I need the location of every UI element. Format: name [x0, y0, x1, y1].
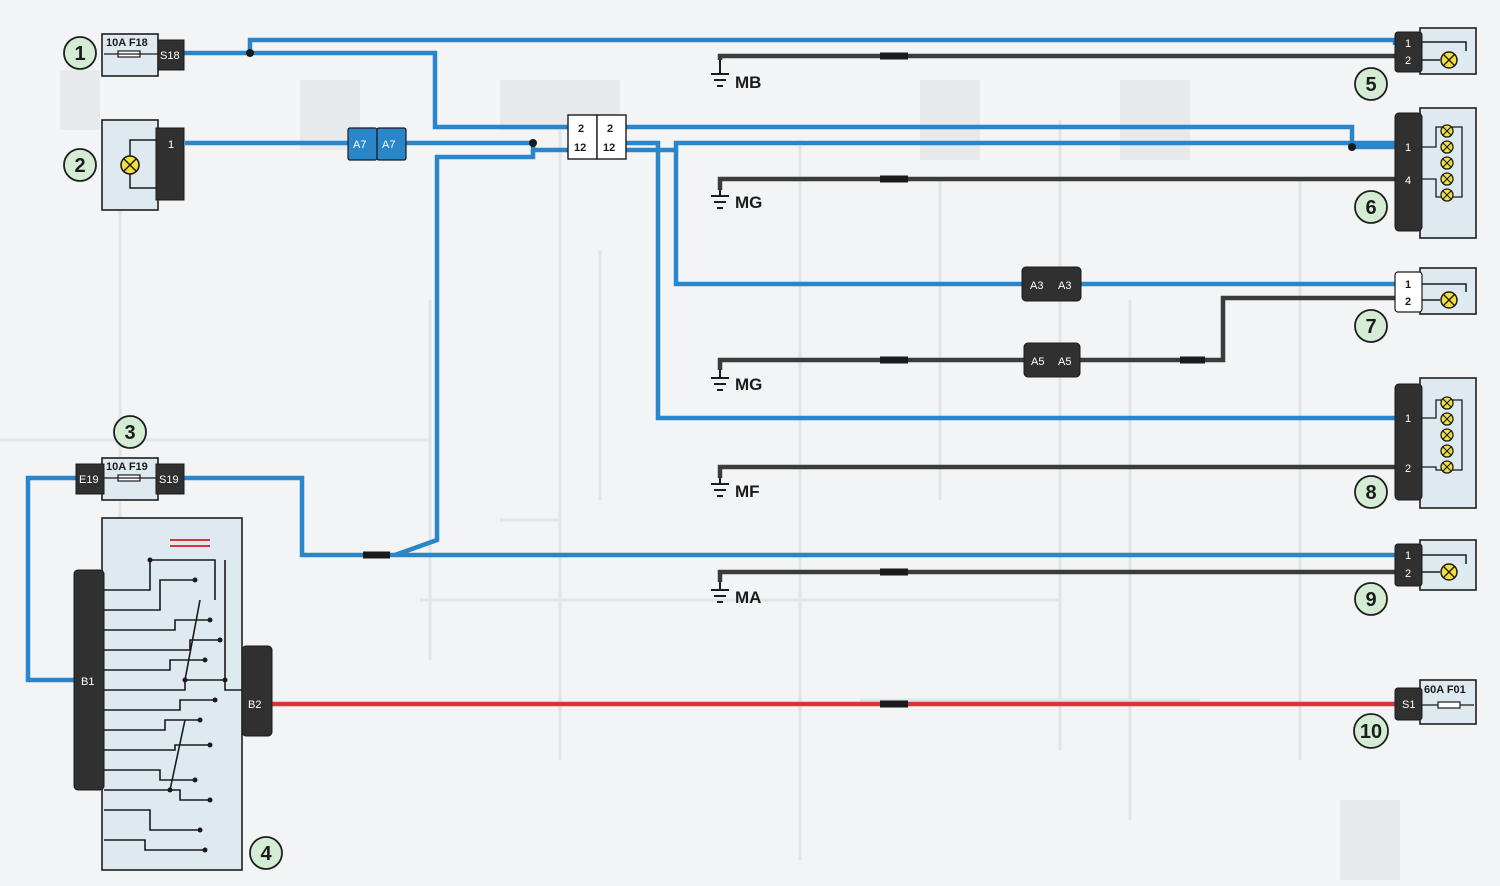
- callout-3: 3: [113, 415, 147, 449]
- callout-1: 1: [63, 36, 97, 70]
- pin-label: 4: [1405, 175, 1411, 187]
- callout-number: 6: [1365, 197, 1376, 219]
- pin-label: 1: [168, 139, 174, 151]
- fuse-rating: 10A F18: [106, 37, 148, 49]
- connector-label: 2: [607, 123, 613, 135]
- pin-label: 2: [1405, 296, 1411, 308]
- pin-label: 1: [1405, 413, 1411, 425]
- lamp-icon: [120, 155, 140, 175]
- lamp-icons: [1440, 396, 1454, 474]
- wire-a3-loop: [673, 150, 1022, 287]
- component-10-fuse: S1 60A F01: [1394, 679, 1477, 725]
- wire-gnd-ma: [717, 569, 1395, 582]
- pin-label: 1: [1405, 279, 1411, 291]
- pin-label: 2: [1405, 55, 1411, 67]
- wire-gnd-mg2: [717, 357, 1028, 370]
- connector-label: A3: [1058, 280, 1071, 292]
- pin-label: S19: [159, 474, 179, 486]
- callout-2: 2: [63, 148, 97, 182]
- wire-a7-to-junction: [405, 140, 568, 153]
- ground-mf: MF: [711, 478, 760, 501]
- wire-junction-to-7: [626, 140, 1395, 153]
- component-7-lamp: 1 2: [1394, 267, 1477, 315]
- component-5-lamp: 1 2: [1394, 27, 1477, 75]
- ground-label: MB: [735, 73, 761, 92]
- component-3-fuse: 10A F19 E19 S19: [75, 457, 185, 501]
- connector-label: A7: [353, 139, 366, 151]
- ground-ma: MA: [711, 582, 761, 607]
- fuse-icon: [1437, 701, 1461, 709]
- callout-9: 9: [1354, 582, 1388, 616]
- component-2-lamp: 1: [101, 119, 185, 211]
- fuse-rating: 10A F19: [106, 461, 148, 473]
- component-6-lamp-cluster: 1 4: [1394, 107, 1477, 239]
- callout-5: 5: [1354, 67, 1388, 101]
- callout-number: 3: [124, 422, 135, 444]
- pin-label: 1: [1405, 142, 1411, 154]
- switch-contacts-icon: [104, 539, 242, 853]
- lamp-icon: [1440, 291, 1458, 309]
- wire-f18-to-6: [250, 50, 1395, 150]
- callout-number: 7: [1365, 316, 1376, 338]
- callout-number: 8: [1365, 482, 1376, 504]
- pin-label: E19: [79, 474, 99, 486]
- callout-number: 4: [260, 843, 272, 865]
- connector-label: 2: [578, 123, 584, 135]
- ground-label: MA: [735, 588, 761, 607]
- connector-a3: A3 A3: [1021, 266, 1082, 302]
- wire-a5-to-7: [1078, 295, 1395, 363]
- pin-label: 1: [1405, 550, 1411, 562]
- wire-f19-to-9: [182, 475, 1395, 558]
- callout-8: 8: [1354, 475, 1388, 509]
- component-4-light-switch: B1 B2: [73, 517, 273, 871]
- callout-number: 10: [1360, 721, 1382, 743]
- wire-gnd-mf: [717, 464, 1395, 478]
- connector-junction: 2 12 2 12: [567, 114, 627, 160]
- callout-10: 10: [1353, 713, 1389, 749]
- ground-label: MG: [735, 375, 762, 394]
- connector-label: 12: [603, 142, 615, 154]
- pin-label: S1: [1402, 699, 1415, 711]
- pin-label: S18: [160, 50, 180, 62]
- connector-label: 12: [574, 142, 586, 154]
- connector-a5: A5 A5: [1023, 342, 1081, 378]
- callout-number: 2: [74, 155, 85, 177]
- callout-4: 4: [249, 836, 283, 870]
- lamp-icon: [1440, 563, 1458, 581]
- callout-number: 1: [74, 43, 85, 65]
- pin-label: 1: [1405, 38, 1411, 50]
- fuse-rating: 60A F01: [1424, 684, 1466, 696]
- connector-a7: A7 A7: [347, 127, 407, 161]
- ground-mg-1: MG: [711, 190, 762, 212]
- callout-number: 5: [1365, 74, 1376, 96]
- component-8-lamp-cluster: 1 2: [1394, 377, 1477, 509]
- pin-label: B2: [248, 699, 261, 711]
- ground-label: MG: [735, 193, 762, 212]
- connector-label: A7: [382, 139, 395, 151]
- pin-label: 2: [1405, 568, 1411, 580]
- wire-junction-to-8: [626, 140, 1395, 421]
- callout-7: 7: [1354, 309, 1388, 343]
- ground-mb: MB: [711, 60, 761, 92]
- callout-6: 6: [1354, 190, 1388, 224]
- pin-label: B1: [81, 676, 94, 688]
- ground-mg-2: MG: [711, 370, 762, 394]
- ground-label: MF: [735, 482, 760, 501]
- lamp-icons: [1440, 124, 1454, 202]
- lamp-icon: [1440, 51, 1458, 69]
- wire-riser: [394, 150, 536, 558]
- wire-gnd-mb: [717, 53, 1395, 60]
- callout-number: 9: [1365, 589, 1376, 611]
- wire-gnd-mg1: [717, 176, 1395, 190]
- component-1-fuse: 10A F18 S18: [101, 33, 185, 77]
- wire-e19-to-b1: [25, 475, 78, 683]
- component-9-lamp: 1 2: [1394, 539, 1477, 591]
- connector-label: A3: [1030, 280, 1043, 292]
- pin-label: 2: [1405, 463, 1411, 475]
- connector-label: A5: [1058, 356, 1071, 368]
- connector-label: A5: [1031, 356, 1044, 368]
